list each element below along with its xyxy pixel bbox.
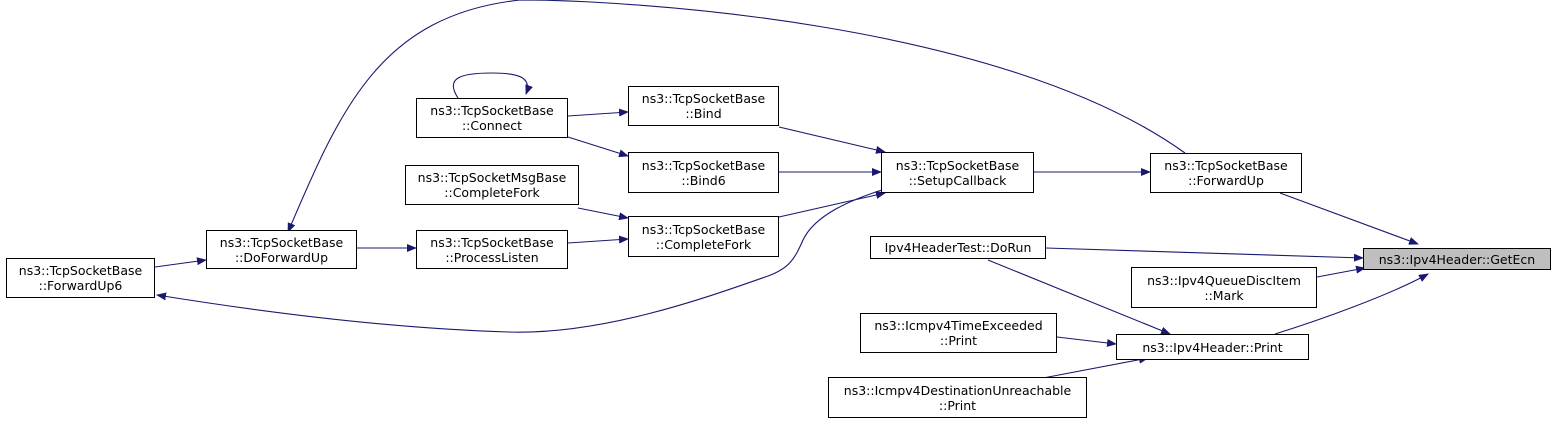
edge-connect-self-loop bbox=[452, 72, 533, 99]
edge-print-to-getecn bbox=[1274, 273, 1429, 335]
node-print[interactable]: ns3::Ipv4Header::Print bbox=[1116, 334, 1309, 360]
node-msg-completefork[interactable]: ns3::TcpSocketMsgBase ::CompleteFork bbox=[405, 165, 579, 205]
node-mark-label-2: ::Mark bbox=[1204, 287, 1244, 303]
node-icmp-dest-print-label-2: ::Print bbox=[938, 397, 977, 413]
node-dorun[interactable]: Ipv4HeaderTest::DoRun bbox=[870, 236, 1046, 259]
node-getecn-label: ns3::Ipv4Header::GetEcn bbox=[1378, 251, 1536, 267]
node-forwardup[interactable]: ns3::TcpSocketBase ::ForwardUp bbox=[1150, 153, 1302, 193]
edge-completefork-to-setupcallback bbox=[778, 191, 886, 218]
node-mark-label-1: ns3::Ipv4QueueDiscItem bbox=[1147, 272, 1301, 288]
node-getecn: ns3::Ipv4Header::GetEcn bbox=[1363, 248, 1551, 270]
node-doforwardup-label-2: ::DoForwardUp bbox=[234, 249, 329, 265]
node-icmp-dest-print[interactable]: ns3::Icmpv4DestinationUnreachable ::Prin… bbox=[828, 377, 1087, 418]
node-setupcallback-label-1: ns3::TcpSocketBase bbox=[895, 157, 1020, 173]
node-bind6-label-2: ::Bind6 bbox=[681, 172, 726, 188]
edge-dorun-to-getecn bbox=[1045, 247, 1364, 262]
node-bind6-label-1: ns3::TcpSocketBase bbox=[641, 157, 766, 173]
node-connect-label-2: ::Connect bbox=[461, 118, 523, 133]
edge-mark-to-getecn bbox=[1316, 265, 1366, 278]
node-connect-label-1: ns3::TcpSocketBase bbox=[430, 103, 554, 118]
node-forwardup6[interactable]: ns3::TcpSocketBase ::ForwardUp6 bbox=[6, 258, 155, 298]
node-bind-label-1: ns3::TcpSocketBase bbox=[641, 91, 766, 106]
edge-dorun-to-print bbox=[987, 259, 1171, 335]
node-icmp-time-print-label-1: ns3::Icmpv4TimeExceeded bbox=[874, 318, 1043, 333]
node-doforwardup-label-1: ns3::TcpSocketBase bbox=[219, 234, 344, 250]
node-icmp-time-print-label-2: ::Print bbox=[939, 333, 978, 348]
node-icmp-dest-print-label-1: ns3::Icmpv4DestinationUnreachable bbox=[843, 382, 1072, 398]
node-msg-completefork-label-1: ns3::TcpSocketMsgBase bbox=[417, 170, 567, 185]
edge-forwardup6-to-doforwardup bbox=[154, 257, 207, 268]
node-setupcallback[interactable]: ns3::TcpSocketBase ::SetupCallback bbox=[881, 152, 1034, 193]
node-processlisten[interactable]: ns3::TcpSocketBase ::ProcessListen bbox=[416, 230, 568, 269]
node-completefork-label-1: ns3::TcpSocketBase bbox=[641, 221, 766, 237]
node-completefork[interactable]: ns3::TcpSocketBase ::CompleteFork bbox=[628, 216, 779, 257]
node-setupcallback-label-2: ::SetupCallback bbox=[908, 172, 1007, 188]
node-connect[interactable]: ns3::TcpSocketBase ::Connect bbox=[416, 98, 568, 138]
edge-forwardup-to-doforwardup bbox=[287, 0, 1186, 233]
node-doforwardup[interactable]: ns3::TcpSocketBase ::DoForwardUp bbox=[206, 230, 357, 269]
node-processlisten-label-2: ::ProcessListen bbox=[445, 249, 539, 265]
node-icmp-time-print[interactable]: ns3::Icmpv4TimeExceeded ::Print bbox=[860, 313, 1057, 353]
node-dorun-label: Ipv4HeaderTest::DoRun bbox=[884, 240, 1032, 255]
edge-setupcallback-to-forwardup6 bbox=[156, 188, 886, 333]
node-forwardup6-label-1: ns3::TcpSocketBase bbox=[18, 263, 143, 278]
node-print-label: ns3::Ipv4Header::Print bbox=[1142, 339, 1283, 355]
edge-msg-completefork-to-completefork bbox=[577, 207, 629, 221]
edge-icmp-dest-to-print bbox=[1042, 355, 1149, 379]
node-bind6[interactable]: ns3::TcpSocketBase ::Bind6 bbox=[628, 152, 779, 193]
edge-connect-to-bind bbox=[567, 108, 629, 117]
edge-forwardup-to-getecn bbox=[1279, 192, 1419, 245]
node-forwardup-label-1: ns3::TcpSocketBase bbox=[1164, 158, 1288, 173]
node-mark[interactable]: ns3::Ipv4QueueDiscItem ::Mark bbox=[1131, 267, 1317, 308]
node-processlisten-label-1: ns3::TcpSocketBase bbox=[430, 234, 554, 250]
edge-connect-to-bind6 bbox=[567, 136, 629, 158]
edge-bind-to-setupcallback bbox=[778, 126, 886, 154]
node-msg-completefork-label-2: ::CompleteFork bbox=[444, 185, 540, 200]
node-bind[interactable]: ns3::TcpSocketBase ::Bind bbox=[628, 86, 779, 126]
node-forwardup6-label-2: ::ForwardUp6 bbox=[38, 278, 123, 293]
edge-processlisten-to-completefork bbox=[567, 235, 629, 244]
node-completefork-label-2: ::CompleteFork bbox=[655, 236, 752, 252]
node-bind-label-2: ::Bind bbox=[685, 106, 722, 121]
node-forwardup-label-2: ::ForwardUp bbox=[1188, 173, 1264, 188]
edge-icmp-time-to-print bbox=[1056, 336, 1117, 347]
